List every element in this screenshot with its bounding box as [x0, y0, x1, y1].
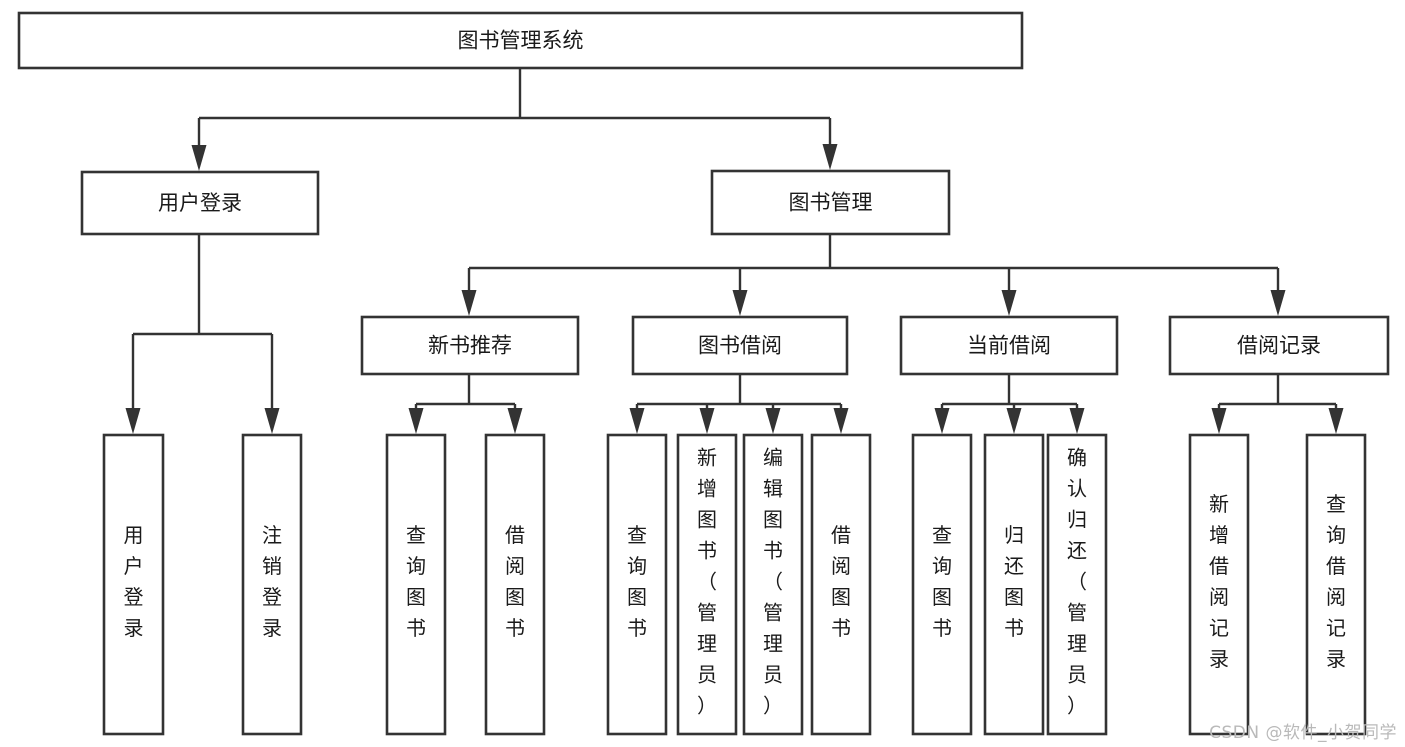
edge-layer — [125, 68, 1344, 434]
node-leaf_borrow_book_1[interactable]: 借阅图书 — [484, 433, 546, 736]
node-leaf_query_record[interactable]: 查询借阅记录 — [1305, 433, 1367, 736]
node-label: 确认归还（管理员） — [1067, 446, 1087, 718]
arrow-head-icon — [191, 145, 207, 171]
node-label: 当前借阅 — [967, 334, 1051, 358]
node-label: 编辑图书（管理员） — [763, 446, 783, 718]
node-leaf_query_book_2[interactable]: 查询图书 — [606, 433, 668, 736]
arrow-head-icon — [1001, 290, 1017, 316]
node-root[interactable]: 图书管理系统 — [17, 11, 1024, 70]
arrow-head-icon — [125, 408, 141, 434]
edge-group — [191, 68, 838, 171]
node-leaf_query_book_1[interactable]: 查询图书 — [385, 433, 447, 736]
node-layer: 图书管理系统用户登录图书管理新书推荐图书借阅当前借阅借阅记录用户登录注销登录查询… — [17, 11, 1390, 736]
node-leaf_user_login[interactable]: 用户登录 — [102, 433, 165, 736]
arrow-head-icon — [732, 290, 748, 316]
arrow-head-icon — [264, 408, 280, 434]
node-label: 查询图书 — [406, 523, 426, 640]
node-leaf_add_record[interactable]: 新增借阅记录 — [1188, 433, 1250, 736]
node-borrow_record[interactable]: 借阅记录 — [1168, 315, 1390, 376]
arrow-head-icon — [699, 408, 715, 434]
node-label: 新书推荐 — [428, 334, 512, 358]
node-label: 用户登录 — [124, 523, 144, 640]
edge-group — [1211, 374, 1344, 434]
arrow-head-icon — [1328, 408, 1344, 434]
node-leaf_confirm_return[interactable]: 确认归还（管理员） — [1046, 433, 1108, 736]
node-new_book_rec[interactable]: 新书推荐 — [360, 315, 580, 376]
node-label: 新增借阅记录 — [1209, 492, 1229, 671]
node-label: 用户登录 — [158, 191, 242, 215]
node-label: 借阅记录 — [1237, 334, 1321, 358]
arrow-head-icon — [1006, 408, 1022, 434]
node-leaf_add_book[interactable]: 新增图书（管理员） — [676, 433, 738, 736]
node-label: 注销登录 — [262, 523, 282, 640]
node-label: 新增图书（管理员） — [697, 446, 717, 718]
node-user_login[interactable]: 用户登录 — [80, 170, 320, 236]
node-label: 查询图书 — [932, 523, 952, 640]
edge-group — [934, 374, 1085, 434]
node-label: 查询图书 — [627, 523, 647, 640]
arrow-head-icon — [833, 408, 849, 434]
edge-group — [629, 374, 849, 434]
node-label: 图书借阅 — [698, 334, 782, 358]
node-current_borrow[interactable]: 当前借阅 — [899, 315, 1119, 376]
arrow-head-icon — [629, 408, 645, 434]
node-leaf_query_book_3[interactable]: 查询图书 — [911, 433, 973, 736]
arrow-head-icon — [507, 408, 523, 434]
node-label: 图书管理系统 — [458, 29, 584, 53]
node-book_manage[interactable]: 图书管理 — [710, 169, 951, 236]
node-label: 图书管理 — [789, 191, 873, 215]
edge-group — [461, 234, 1286, 316]
arrow-head-icon — [461, 290, 477, 316]
node-leaf_return_book[interactable]: 归还图书 — [983, 433, 1045, 736]
node-label: 查询借阅记录 — [1326, 492, 1346, 671]
node-leaf_borrow_book_2[interactable]: 借阅图书 — [810, 433, 872, 736]
arrow-head-icon — [934, 408, 950, 434]
edge-group — [408, 374, 523, 434]
node-label: 归还图书 — [1004, 523, 1024, 640]
arrow-head-icon — [765, 408, 781, 434]
arrow-head-icon — [408, 408, 424, 434]
node-leaf_edit_book[interactable]: 编辑图书（管理员） — [742, 433, 804, 736]
node-label: 借阅图书 — [505, 523, 525, 640]
node-book_borrow[interactable]: 图书借阅 — [631, 315, 849, 376]
edge-group — [125, 234, 280, 434]
arrow-head-icon — [1069, 408, 1085, 434]
arrow-head-icon — [1270, 290, 1286, 316]
node-label: 借阅图书 — [831, 523, 851, 640]
node-leaf_logout[interactable]: 注销登录 — [241, 433, 303, 736]
arrow-head-icon — [822, 144, 838, 170]
arrow-head-icon — [1211, 408, 1227, 434]
